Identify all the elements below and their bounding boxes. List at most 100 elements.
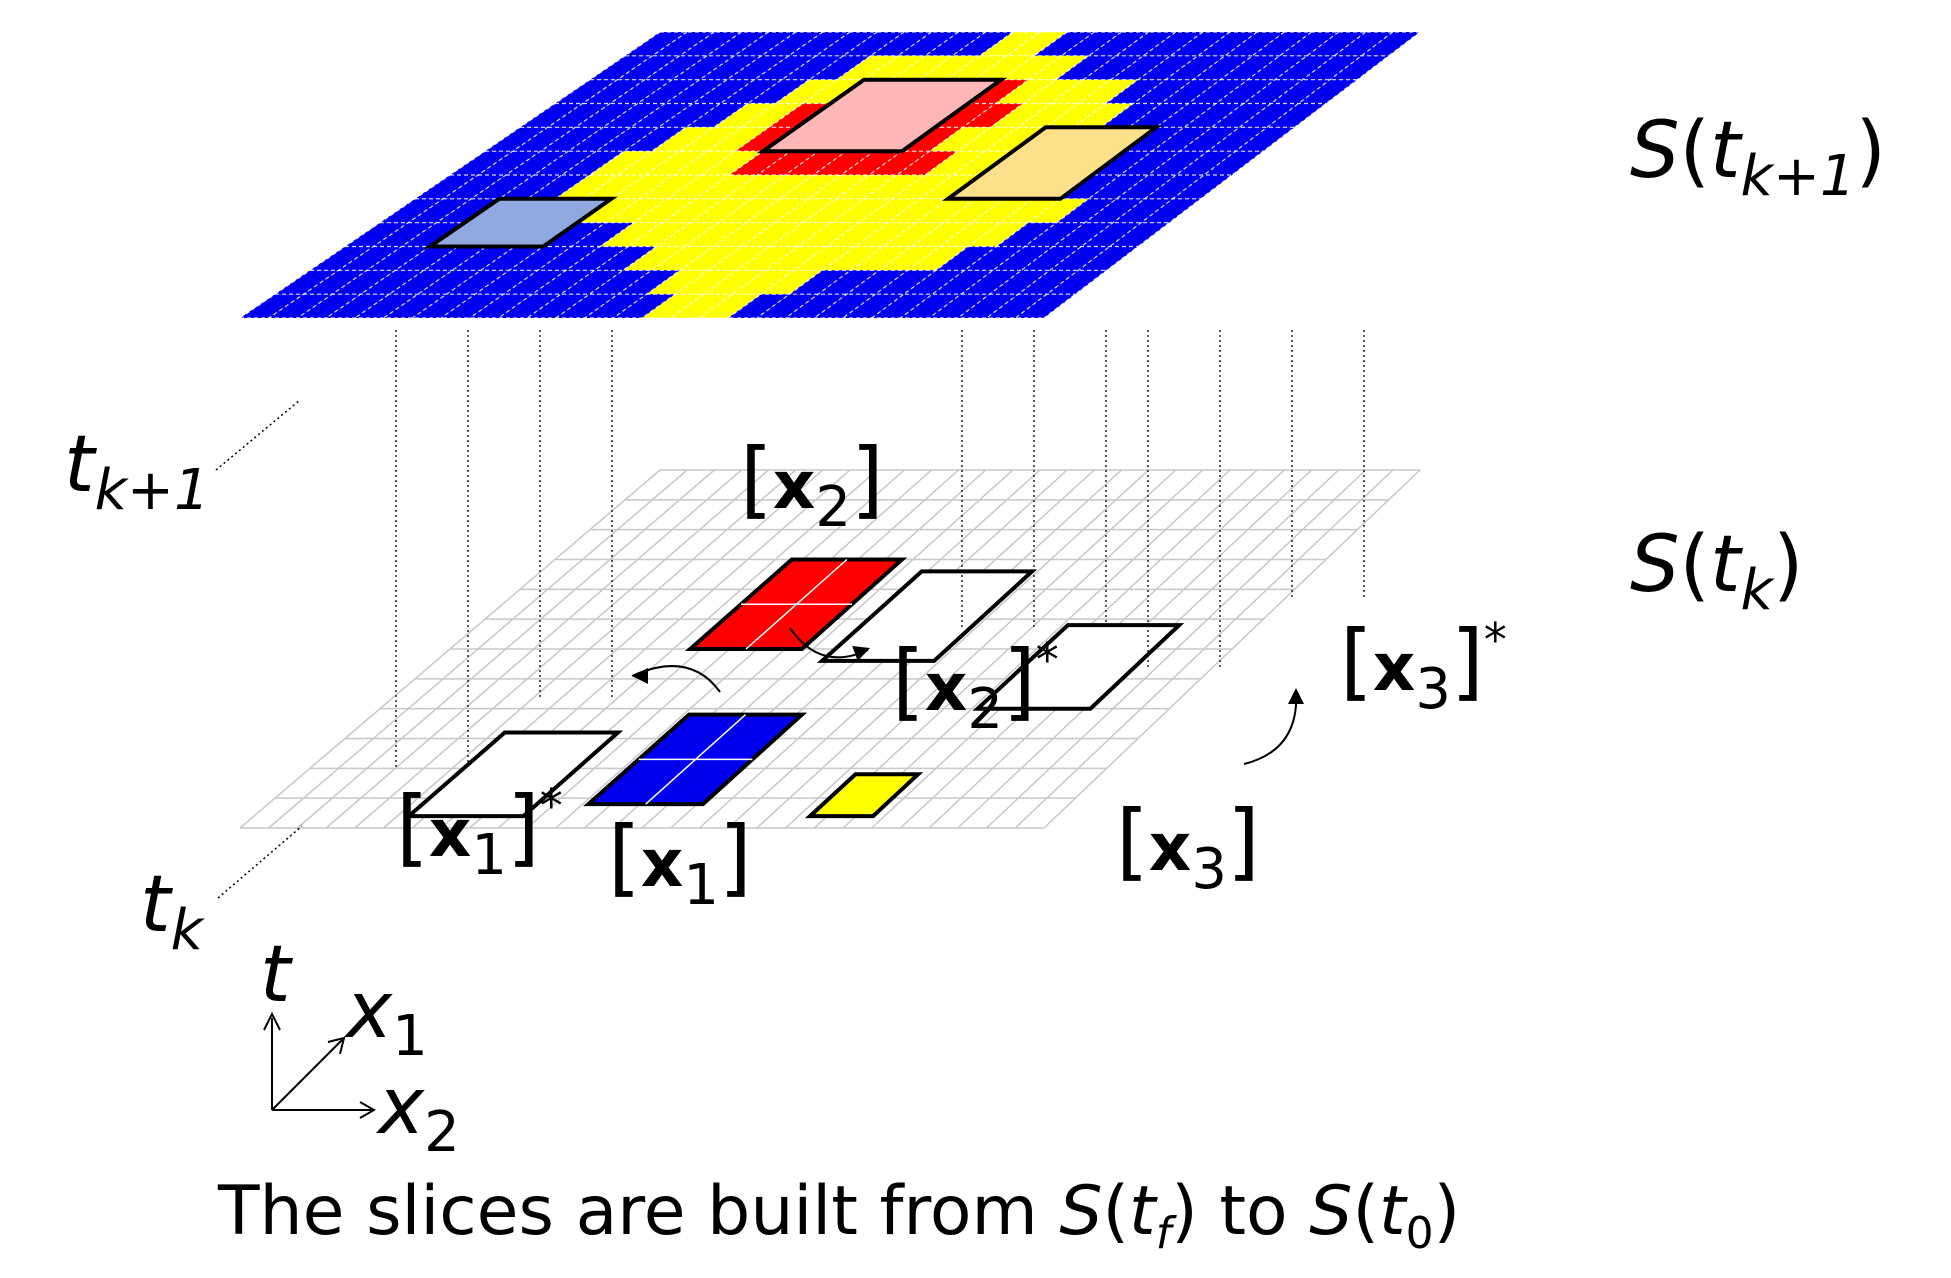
top-cell [775, 79, 837, 104]
top-cell [765, 246, 827, 271]
projection-lines [395, 330, 1365, 770]
caption-t0-sub: 0 [1405, 1208, 1434, 1259]
top-cell [596, 127, 659, 152]
top-cell [996, 222, 1057, 247]
top-cell [401, 222, 465, 247]
top-overlay-x2 [756, 77, 1008, 154]
top-cell [628, 222, 691, 247]
caption-paren-close-second: ) [1433, 1172, 1461, 1251]
x3-star-sub: 3 [1415, 657, 1451, 722]
time-label-upper-var: t [64, 420, 95, 510]
top-cell [992, 246, 1053, 271]
top-cell [1056, 198, 1117, 223]
top-cell [1049, 246, 1110, 271]
top-cell [533, 151, 597, 175]
top-cell [1252, 32, 1312, 56]
top-cell [589, 270, 652, 295]
top-grid-line [584, 31, 987, 319]
top-cell [920, 175, 981, 199]
top-slice-overlays [423, 77, 1163, 249]
top-cell [589, 151, 652, 175]
axis-label-x1: x1 [346, 966, 428, 1069]
top-cell [395, 246, 459, 271]
arrow-x3-to-x3star [1243, 689, 1298, 765]
top-cell [747, 79, 810, 104]
top-cell [644, 55, 707, 80]
top-cell [452, 246, 515, 271]
top-cell [1053, 222, 1113, 247]
top-cell [703, 270, 766, 295]
top-cell [651, 246, 714, 271]
top-cell [1081, 222, 1142, 247]
top-cell [568, 127, 631, 152]
top-cell [732, 270, 794, 295]
box-x1-star [403, 730, 624, 819]
top-cell [652, 32, 715, 56]
top-cell [896, 151, 958, 175]
x2-star-var: x [924, 649, 968, 726]
caption-tf-var: t [1129, 1172, 1156, 1251]
top-cell [870, 32, 932, 56]
top-cell [900, 294, 961, 318]
top-cell [1170, 32, 1230, 56]
top-cell [505, 151, 569, 175]
top-cell [952, 151, 1014, 175]
top-cell [297, 294, 361, 318]
top-cell [835, 175, 897, 199]
top-cell [630, 103, 693, 128]
box-label-x2: [x2] [740, 430, 884, 540]
top-cell [303, 270, 367, 295]
top-cell [625, 32, 688, 56]
top-cell [566, 246, 629, 271]
top-cell [818, 270, 879, 295]
top-cell [1165, 55, 1225, 80]
arrow-x3-to-x3star-head [1288, 688, 1304, 704]
top-cell [1141, 198, 1201, 223]
top-cell [618, 270, 680, 295]
caption-tf-sub: f [1155, 1208, 1172, 1259]
top-cell [658, 103, 721, 128]
x3-star-close-bracket: ] [1451, 612, 1484, 710]
top-cell [1000, 198, 1061, 223]
top-cell [1267, 103, 1326, 128]
top-cell [846, 270, 908, 295]
top-cell [728, 294, 790, 318]
top-cell [469, 294, 533, 318]
top-cell [1110, 55, 1171, 80]
top-cell [741, 103, 803, 128]
top-cell [973, 55, 1035, 80]
top-cell [605, 198, 668, 223]
top-cell [1361, 32, 1420, 56]
bottom-slice-label: S(tk) [1630, 520, 1804, 623]
top-cell [850, 246, 912, 271]
top-cell [268, 294, 333, 318]
top-cell [713, 103, 776, 128]
top-cell [774, 198, 836, 223]
x1-open-bracket: [ [608, 808, 641, 906]
top-cell [779, 175, 841, 199]
x2-star-sub: 2 [967, 677, 1003, 742]
top-slice-label-close-paren: ) [1855, 106, 1886, 196]
top-cell [686, 103, 748, 128]
top-cell [436, 198, 500, 223]
bottom-slice-label-close-paren: ) [1772, 520, 1804, 610]
top-cell [1018, 103, 1079, 128]
top-cell [520, 103, 583, 128]
top-cell [690, 198, 752, 223]
top-cell [727, 55, 789, 80]
top-cell [964, 246, 1025, 271]
top-cell [561, 151, 624, 175]
top-cell [734, 32, 796, 56]
top-cell [831, 198, 892, 223]
top-cell [577, 198, 640, 223]
caption-paren-open-second: ( [1352, 1172, 1379, 1251]
top-cell [1143, 32, 1203, 56]
top-cell [471, 175, 534, 199]
top-cell [706, 32, 769, 56]
top-cell [1279, 32, 1339, 56]
top-cell [1215, 79, 1276, 104]
top-cell [1046, 270, 1107, 295]
top-cell [366, 246, 430, 271]
top-cell [1050, 79, 1111, 104]
top-cell [332, 270, 396, 295]
